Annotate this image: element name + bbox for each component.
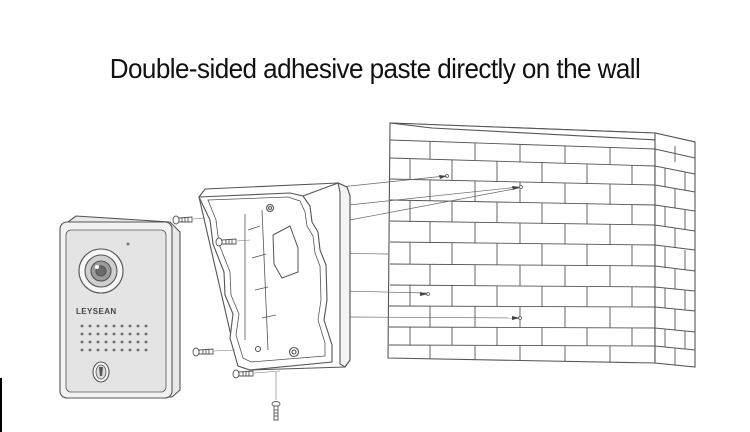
screw-icon [232, 369, 254, 379]
arrow-heads [420, 175, 520, 320]
back-box-window [272, 225, 299, 279]
brick-wall [387, 122, 696, 368]
brick-mortar-lines [388, 139, 696, 351]
rain-cover [198, 182, 351, 371]
left-edge-bar [0, 378, 2, 432]
screw-icon [172, 215, 193, 225]
screw-icon [192, 347, 214, 357]
screw-icon [271, 401, 281, 421]
call-button-icon [92, 361, 110, 383]
camera-lens-icon [78, 248, 124, 294]
screw-icon [215, 237, 237, 247]
door-phone-unit [59, 215, 181, 399]
speaker-grille [80, 324, 148, 352]
brand-label: LEYSEAN [76, 307, 117, 316]
brick-joints [409, 141, 686, 365]
screws [172, 215, 281, 421]
diagram-title: Double-sided adhesive paste directly on … [109, 53, 641, 84]
